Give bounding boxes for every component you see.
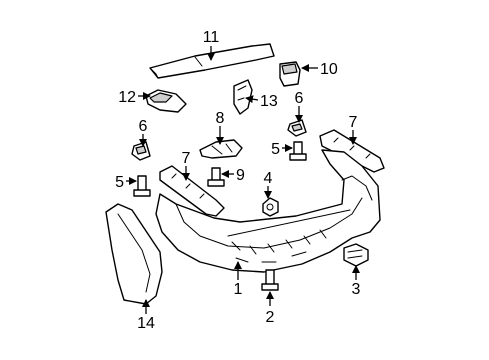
callout-8: 8 — [216, 110, 225, 127]
callout-3: 3 — [352, 281, 361, 298]
bumper-cover — [155, 149, 381, 273]
callout-6-left: 6 — [139, 118, 148, 135]
callout-13: 13 — [260, 93, 278, 110]
callout-5-left: 5 — [115, 174, 124, 191]
callout-7-right: 7 — [349, 114, 358, 131]
bolt-5-left — [133, 175, 151, 197]
sensor-3 — [343, 243, 369, 267]
callout-9: 9 — [236, 167, 245, 184]
callout-1: 1 — [234, 281, 243, 298]
clip-6-right — [287, 119, 307, 137]
retainer-13 — [233, 79, 253, 115]
spacer-12 — [145, 89, 187, 113]
bolt-2 — [261, 269, 279, 291]
callout-7-left: 7 — [182, 150, 191, 167]
callout-2: 2 — [266, 309, 275, 326]
clip-6-left — [131, 141, 151, 161]
callout-4: 4 — [264, 170, 273, 187]
callout-11: 11 — [203, 29, 220, 46]
callout-12: 12 — [118, 89, 136, 106]
nut-4 — [262, 197, 279, 217]
callout-6-right: 6 — [295, 90, 304, 107]
bolt-5-right — [289, 141, 307, 161]
bolt-9 — [207, 167, 225, 187]
leader-lines — [126, 46, 360, 314]
reinforcement-bar — [149, 43, 275, 79]
callout-10: 10 — [320, 61, 338, 78]
mud-guard-14 — [105, 203, 163, 305]
callout-14: 14 — [137, 315, 155, 332]
side-retainer-7-left — [159, 165, 225, 217]
bracket-10 — [279, 61, 301, 87]
leader-13 — [245, 95, 259, 104]
callout-labels: 11 10 12 13 6 6 8 7 7 5 5 9 4 1 2 3 14 — [115, 29, 360, 332]
callout-5-right: 5 — [271, 141, 280, 158]
bracket-8 — [199, 139, 243, 159]
side-retainer-7-right — [319, 129, 385, 173]
